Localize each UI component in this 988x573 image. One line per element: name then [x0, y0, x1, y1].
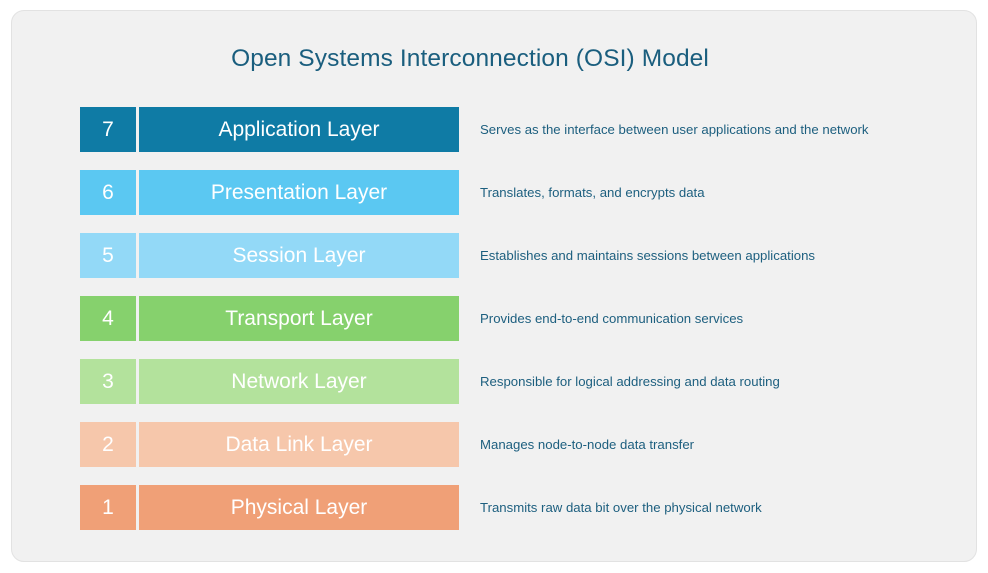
layer-description: Provides end-to-end communication servic…: [480, 311, 744, 326]
layer-number-badge: 7: [80, 107, 136, 152]
layer-name-bar: Data Link Layer: [139, 422, 459, 467]
layer-number-badge: 5: [80, 233, 136, 278]
layer-number-badge: 6: [80, 170, 136, 215]
layer-number-badge: 1: [80, 485, 136, 530]
layer-name-bar: Session Layer: [139, 233, 459, 278]
osi-model-card: Open Systems Interconnection (OSI) Model…: [11, 10, 977, 562]
page-title: Open Systems Interconnection (OSI) Model: [231, 45, 709, 72]
layer-name-bar: Physical Layer: [139, 485, 459, 530]
layer-name-bar: Presentation Layer: [139, 170, 459, 215]
layer-description: Establishes and maintains sessions betwe…: [480, 248, 816, 263]
layer-description: Serves as the interface between user app…: [480, 122, 869, 137]
layer-name-bar: Network Layer: [139, 359, 459, 404]
layer-description: Translates, formats, and encrypts data: [480, 185, 705, 200]
layer-number-badge: 3: [80, 359, 136, 404]
layer-name-bar: Transport Layer: [139, 296, 459, 341]
layer-number-badge: 4: [80, 296, 136, 341]
layer-number-badge: 2: [80, 422, 136, 467]
layer-description: Manages node-to-node data transfer: [480, 437, 695, 452]
layer-description: Responsible for logical addressing and d…: [480, 374, 780, 389]
layer-name-bar: Application Layer: [139, 107, 459, 152]
layer-description: Transmits raw data bit over the physical…: [480, 500, 762, 515]
